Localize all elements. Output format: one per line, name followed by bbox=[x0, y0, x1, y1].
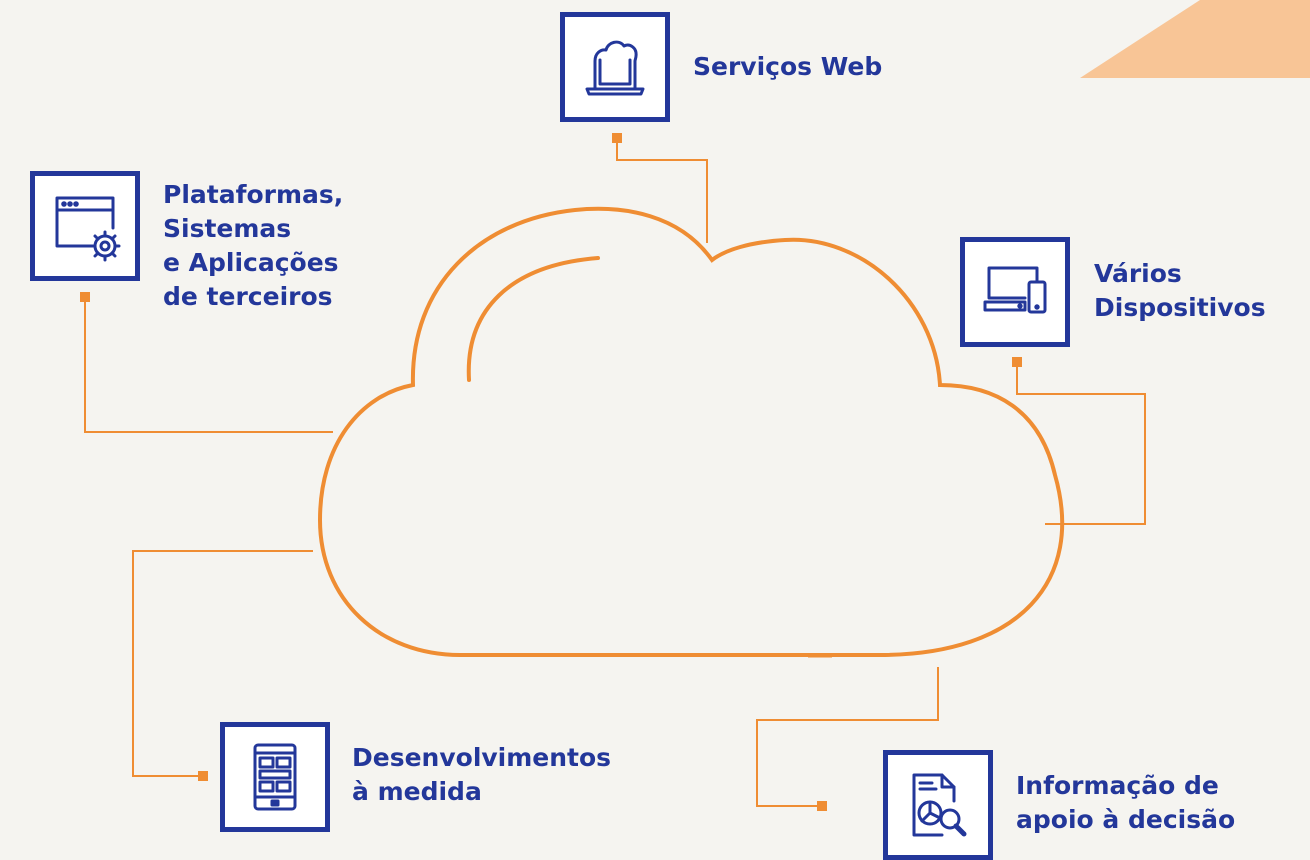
desenvolvimentos-icon-box bbox=[220, 722, 330, 832]
informacao-label: Informação de apoio à decisão bbox=[1016, 769, 1235, 837]
label-line: e Aplicações bbox=[163, 248, 339, 277]
cloud-inner-arc bbox=[466, 256, 600, 382]
connector-dot bbox=[817, 801, 827, 811]
corner-decoration bbox=[1080, 0, 1310, 78]
label-line: apoio à decisão bbox=[1016, 805, 1236, 834]
desenvolvimentos-label: Desenvolvimentos à medida bbox=[352, 741, 611, 809]
varios-dispositivos-label: Vários Dispositivos bbox=[1094, 257, 1266, 325]
connector-servicos-web bbox=[616, 138, 708, 243]
label-line: Desenvolvimentos bbox=[352, 743, 612, 772]
mobile-app-icon bbox=[253, 743, 297, 811]
informacao-icon-box bbox=[883, 750, 993, 860]
plataformas-label: Plataformas, Sistemas e Aplicações de te… bbox=[163, 178, 343, 314]
label-line: Serviços Web bbox=[693, 52, 883, 81]
report-search-icon bbox=[912, 773, 967, 837]
label-line: Dispositivos bbox=[1094, 293, 1266, 322]
connector-dot bbox=[1012, 357, 1022, 367]
label-line: à medida bbox=[352, 777, 482, 806]
plataformas-icon-box bbox=[30, 171, 140, 281]
label-line: de terceiros bbox=[163, 282, 333, 311]
connector-varios-dispositivos bbox=[1016, 362, 1146, 525]
window-gear-icon bbox=[55, 196, 121, 262]
label-line: Informação de bbox=[1016, 771, 1219, 800]
connector-informacao bbox=[756, 667, 939, 807]
devices-icon bbox=[983, 266, 1047, 314]
servicos-web-label: Serviços Web bbox=[693, 50, 882, 84]
varios-dispositivos-icon-box bbox=[960, 237, 1070, 347]
label-line: Vários bbox=[1094, 259, 1182, 288]
cloud-shape bbox=[317, 206, 1065, 657]
connector-dot bbox=[198, 771, 208, 781]
connector-dot bbox=[80, 292, 90, 302]
label-line: Plataformas, bbox=[163, 180, 344, 209]
connector-plataformas bbox=[84, 297, 333, 433]
label-line: Sistemas bbox=[163, 214, 292, 243]
connector-desenvolvimentos bbox=[132, 550, 313, 777]
servicos-web-icon-box bbox=[560, 12, 670, 122]
connector-dot bbox=[612, 133, 622, 143]
cloud-laptop-icon bbox=[585, 40, 645, 96]
